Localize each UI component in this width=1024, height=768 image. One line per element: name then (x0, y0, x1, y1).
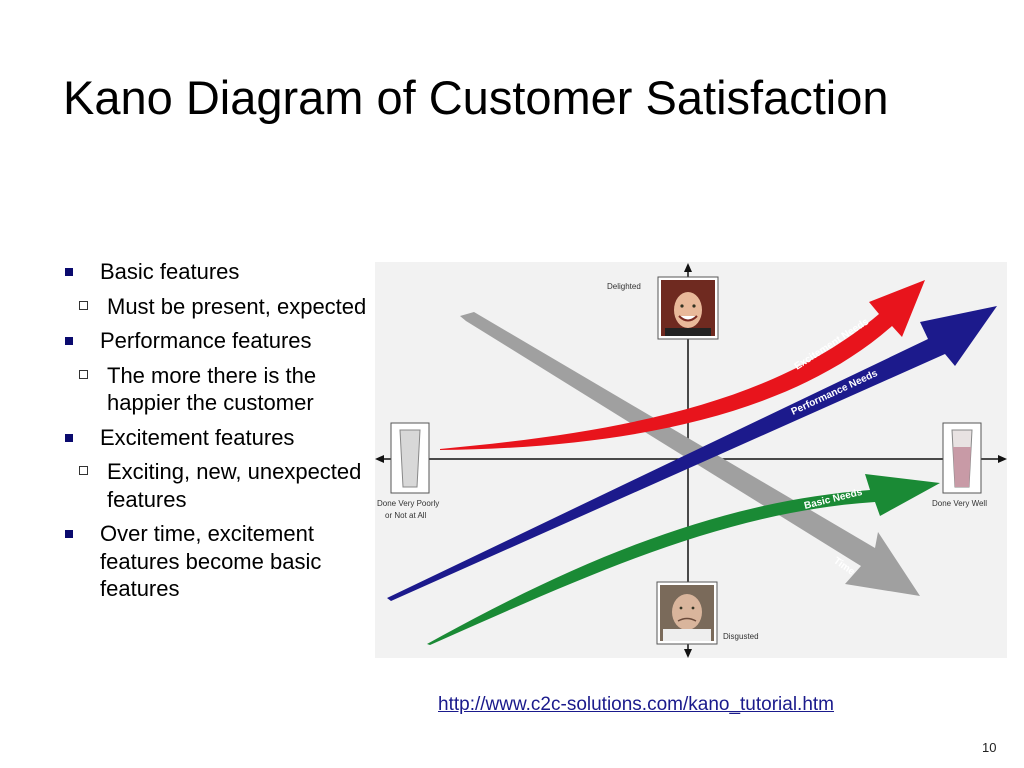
disgusted-person-photo (656, 581, 718, 645)
kano-diagram: Time Basic Needs Performance Needs Excit… (375, 262, 1007, 658)
kano-diagram-svg: Time Basic Needs Performance Needs Excit… (375, 263, 1007, 658)
bullet-item: Performance features (62, 327, 372, 355)
bullet-item: Excitement features (62, 424, 372, 452)
axis-down-arrowhead (684, 649, 692, 658)
page-number: 10 (982, 740, 997, 755)
bullet-text: Basic features (100, 259, 240, 284)
bullet-text: Excitement features (100, 424, 295, 450)
done-poorly-label-line1: Done Very Poorly (377, 499, 439, 508)
delighted-label: Delighted (607, 282, 641, 291)
sub-bullet-text: Exciting, new, unexpected features (107, 459, 362, 512)
performance-needs-arrow: Performance Needs (387, 306, 997, 601)
bullet-item: Over time, excitement features become ba… (62, 520, 372, 603)
square-bullet-icon (65, 433, 73, 442)
slide-title: Kano Diagram of Customer Satisfaction (63, 71, 889, 124)
disgusted-label: Disgusted (723, 632, 759, 641)
basic-needs-label: Basic Needs (803, 487, 864, 512)
sub-bullet-text: Must be present, expected (107, 293, 367, 319)
hollow-square-bullet-icon (79, 466, 88, 475)
hollow-square-bullet-icon (79, 369, 88, 379)
hollow-square-bullet-icon (79, 300, 88, 310)
square-bullet-icon (65, 268, 73, 276)
axis-left-arrowhead (375, 455, 384, 463)
axis-right-arrowhead (998, 455, 1007, 463)
square-bullet-icon (65, 337, 73, 345)
bullet-list: Basic features Must be present, expected… (62, 258, 372, 610)
source-link[interactable]: http://www.c2c-solutions.com/kano_tutori… (438, 694, 835, 715)
bullet-text: Over time, excitement features become ba… (100, 521, 322, 601)
bullet-text: Performance features (100, 328, 312, 353)
sub-bullet-text: The more there is the happier the custom… (107, 362, 317, 416)
square-bullet-icon (65, 530, 73, 538)
done-well-label: Done Very Well (932, 499, 987, 508)
bullet-item: Basic features (62, 258, 372, 286)
full-glass-icon (942, 422, 982, 494)
sub-bullet-item: Exciting, new, unexpected features (62, 458, 372, 513)
sub-bullet-item: The more there is the happier the custom… (62, 362, 372, 417)
empty-glass-icon (390, 422, 430, 494)
sub-bullet-item: Must be present, expected (62, 293, 372, 321)
done-poorly-label-line2: or Not at All (385, 511, 427, 520)
delighted-person-photo (657, 276, 719, 340)
axis-up-arrowhead (684, 263, 692, 272)
